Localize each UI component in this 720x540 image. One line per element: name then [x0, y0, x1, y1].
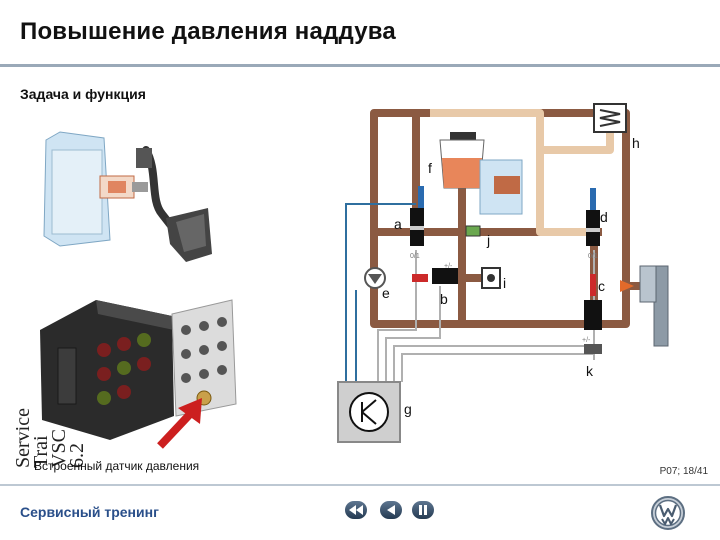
label-h: h [632, 135, 640, 151]
reservoir-f [439, 132, 523, 215]
sensor-signal-lines [345, 203, 416, 382]
pause-button[interactable] [412, 501, 434, 519]
check-valve-i [481, 267, 501, 289]
abs-control-unit-illustration [40, 299, 237, 440]
control-wires [377, 250, 595, 382]
label-g: g [404, 401, 412, 417]
label-f: f [428, 160, 432, 176]
valve-a: 0/1 [410, 186, 424, 260]
footer-label: Сервисный тренинг [20, 504, 159, 520]
valve-b: +/- [412, 263, 458, 284]
brake-cylinder-c [620, 265, 669, 347]
valve-b-mark: +/- [444, 263, 453, 270]
label-c: c [598, 278, 605, 294]
label-e: e [382, 285, 390, 301]
label-j: j [486, 232, 490, 248]
label-b: b [440, 291, 448, 307]
control-unit-g [337, 381, 401, 443]
page-number: P07; 18/41 [659, 466, 708, 477]
label-a: a [394, 216, 402, 232]
valve-c [584, 274, 602, 330]
header-divider [0, 64, 720, 67]
label-i: i [503, 275, 506, 291]
label-d: d [600, 209, 608, 225]
valve-k-mark: +/- [582, 337, 591, 344]
first-slide-button[interactable] [345, 501, 367, 519]
valve-d-mark: 0/1 [588, 253, 598, 260]
rewind-icon [349, 505, 363, 515]
valve-k: +/- [582, 337, 602, 354]
page-title: Повышение давления наддува [20, 18, 396, 45]
brake-booster-illustration [43, 131, 212, 262]
valve-d: 0/1 [586, 188, 600, 260]
footer-divider [0, 484, 720, 486]
previous-slide-button[interactable] [380, 501, 402, 519]
switch-j [465, 225, 481, 237]
pump-e [364, 267, 386, 289]
sensor-caption: Встроенный датчик давления [34, 459, 200, 473]
pause-icon [419, 505, 427, 515]
section-subtitle: Задача и функция [20, 86, 146, 102]
vw-logo [651, 496, 685, 530]
accumulator-h [593, 103, 627, 133]
back-arrow-icon [387, 505, 395, 515]
sensor-arrow [157, 398, 202, 449]
valve-a-mark: 0/1 [410, 253, 420, 260]
label-k: k [586, 363, 594, 379]
